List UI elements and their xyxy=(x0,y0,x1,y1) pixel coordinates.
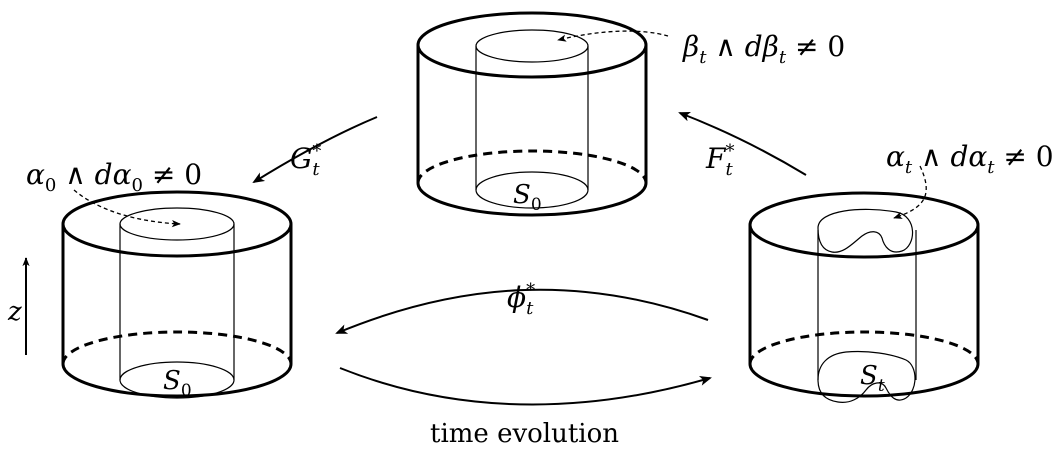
F-pullback-label: F*t xyxy=(705,141,734,180)
inner-tube-bottom-back xyxy=(475,171,589,191)
z-axis-label: z xyxy=(7,297,22,327)
phi-pullback-label: ϕ*t xyxy=(507,280,535,319)
cylinder-left-back-base xyxy=(61,330,293,365)
St-right-label: St xyxy=(860,361,885,396)
alpha0-pointer-arrow xyxy=(73,189,181,228)
cylinder-top-front-base xyxy=(416,182,648,217)
cylinder-left xyxy=(61,189,293,399)
alphat-condition-label: αt ∧ dαt ≠ 0 xyxy=(886,140,1054,178)
arrow-G-pullback xyxy=(252,116,378,184)
inner-tube-top-cap xyxy=(475,29,589,63)
inner-tube-left-bottom-back xyxy=(119,361,235,381)
arrow-F-pullback xyxy=(678,111,807,176)
inner-tube-left-bottom xyxy=(119,379,235,399)
deformed-top-section xyxy=(817,208,914,253)
cylinder-top-rim xyxy=(416,11,648,79)
cylinder-top xyxy=(416,11,669,217)
alpha0-condition-label: α0 ∧ dα0 ≠ 0 xyxy=(26,158,202,196)
inner-tube-left-cap xyxy=(119,207,235,241)
arrow-time-evolution xyxy=(339,367,712,406)
beta-condition-label: βt ∧ dβt ≠ 0 xyxy=(682,30,845,68)
cylinder-top-back-base xyxy=(416,149,648,184)
cylinder-right-rim xyxy=(748,191,980,259)
time-evolution-label: time evolution xyxy=(430,419,619,449)
inner-tube-bottom xyxy=(475,189,589,209)
S0-top-label: S0 xyxy=(513,180,542,215)
cylinder-left-front-base xyxy=(61,363,293,398)
S0-left-label: S0 xyxy=(163,366,192,401)
G-pullback-label: G*t xyxy=(290,141,321,180)
beta-pointer-arrow xyxy=(557,30,669,42)
alphat-pointer-arrow xyxy=(893,165,927,219)
cylinder-right-back-base xyxy=(748,330,980,365)
arrow-phi-pullback xyxy=(335,288,709,334)
cylinder-left-rim xyxy=(61,190,293,258)
cylinder-right xyxy=(748,165,980,403)
cylinder-right-front-base xyxy=(748,363,980,398)
deformed-bottom-section xyxy=(817,350,916,403)
